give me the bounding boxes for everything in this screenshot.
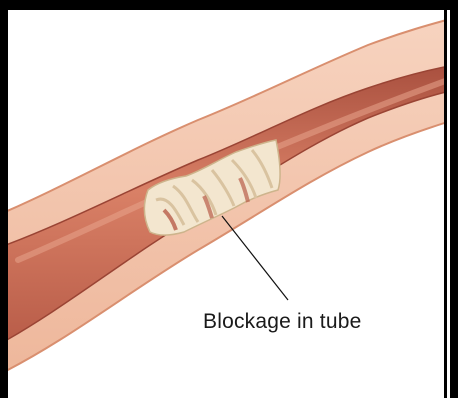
callout-label: Blockage in tube	[203, 310, 361, 334]
frame-border-right-gap	[447, 10, 450, 398]
frame-border-left	[0, 0, 8, 398]
fallopian-tube-illustration	[8, 10, 444, 398]
callout-leader-line	[222, 216, 288, 300]
frame-border-top	[0, 0, 458, 10]
